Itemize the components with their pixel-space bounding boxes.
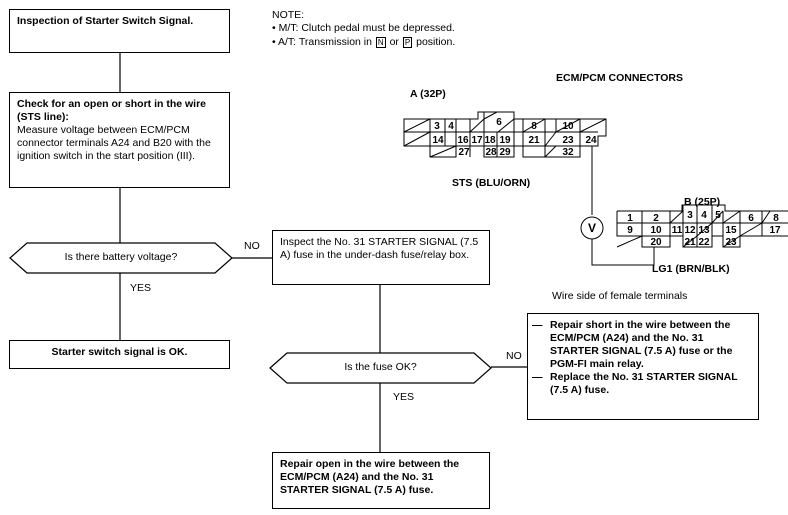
lg1-wire-label: LG1 (BRN/BLK) — [652, 263, 730, 275]
pin-b11: 11 — [672, 225, 683, 236]
pin-b12: 12 — [684, 225, 696, 236]
pin-a19: 19 — [499, 135, 511, 146]
repair-short-box: — Repair short in the wire between the E… — [527, 313, 759, 420]
pin-a16: 16 — [457, 135, 469, 146]
check-title: Check for an open or short in the wire (… — [17, 98, 207, 123]
question-battery-voltage: Is there battery voltage? — [64, 251, 178, 263]
q1-no-label: NO — [244, 240, 260, 252]
replace-fuse-item: — Replace the No. 31 STARTER SIGNAL (7.5… — [532, 371, 751, 397]
pin-b2: 2 — [653, 213, 659, 224]
key-p-icon: P — [402, 37, 413, 48]
pin-b4: 4 — [701, 210, 707, 221]
diagram-title: ECM/PCM CONNECTORS — [556, 72, 683, 84]
question-fuse-ok: Is the fuse OK? — [344, 361, 417, 373]
voltmeter-label: V — [588, 221, 596, 235]
pin-b5: 5 — [715, 210, 721, 221]
pin-a8: 8 — [531, 121, 537, 132]
pin-a4: 4 — [448, 121, 454, 132]
pin-b21: 21 — [684, 237, 696, 248]
pin-a21: 21 — [528, 135, 540, 146]
pin-b3: 3 — [687, 210, 693, 221]
q2-no-label: NO — [506, 350, 522, 362]
decision-shape-2 — [269, 352, 492, 384]
pin-a24: 24 — [585, 135, 597, 146]
repair-open-box: Repair open in the wire between the ECM/… — [272, 452, 490, 509]
pin-b1: 1 — [627, 213, 633, 224]
probe-wire-lg1 — [591, 239, 648, 266]
start-box: Inspection of Starter Switch Signal. — [9, 9, 230, 53]
note-title: NOTE: — [272, 9, 305, 21]
repair-open-text: Repair open in the wire between the ECM/… — [280, 458, 460, 496]
ok-box: Starter switch signal is OK. — [9, 340, 230, 369]
pin-b8: 8 — [773, 213, 779, 224]
replace-fuse-text: Replace the No. 31 STARTER SIGNAL (7.5 A… — [550, 371, 738, 396]
repair-short-item: — Repair short in the wire between the E… — [532, 319, 751, 371]
dash-1: — — [532, 319, 543, 331]
pin-b10: 10 — [650, 225, 662, 236]
pin-a18: 18 — [484, 135, 496, 146]
pin-a17: 17 — [471, 135, 483, 146]
pin-b22: 22 — [698, 237, 710, 248]
check-body: Measure voltage between ECM/PCM connecto… — [17, 124, 211, 162]
repair-short-text: Repair short in the wire between the ECM… — [550, 319, 733, 370]
decision-shape-1 — [9, 242, 233, 274]
pin-a10: 10 — [562, 121, 574, 132]
pin-b15: 15 — [725, 225, 737, 236]
connector-a-label: A (32P) — [410, 88, 446, 100]
pin-a14: 14 — [432, 135, 444, 146]
dash-2: — — [532, 371, 543, 383]
q2-yes-label: YES — [393, 391, 415, 403]
pin-b17: 17 — [769, 225, 781, 236]
pin-b20: 20 — [650, 237, 662, 248]
check-box: Check for an open or short in the wire (… — [9, 92, 230, 188]
inspect-box: Inspect the No. 31 STARTER SIGNAL (7.5 A… — [272, 230, 490, 285]
connector-b-outline — [617, 204, 788, 212]
pin-b13: 13 — [698, 225, 710, 236]
pin-a23: 23 — [562, 135, 574, 146]
ok-text: Starter switch signal is OK. — [51, 346, 188, 358]
note-line-1: • M/T: Clutch pedal must be depressed. — [272, 22, 455, 34]
pin-b23: 23 — [725, 237, 737, 248]
sts-wire-label: STS (BLU/ORN) — [452, 177, 531, 189]
pin-a29: 29 — [499, 147, 511, 158]
pin-b6: 6 — [748, 213, 754, 224]
pin-a6: 6 — [496, 117, 502, 128]
q1-yes-label: YES — [130, 282, 152, 294]
pin-a28: 28 — [485, 147, 497, 158]
start-text: Inspection of Starter Switch Signal. — [17, 15, 194, 27]
pin-b9: 9 — [627, 225, 633, 236]
pin-a3: 3 — [434, 121, 440, 132]
inspect-text: Inspect the No. 31 STARTER SIGNAL (7.5 A… — [280, 236, 479, 261]
pin-a27: 27 — [458, 147, 470, 158]
note-line-2: • A/T: Transmission in N or P position. — [272, 36, 456, 48]
pin-a32: 32 — [562, 147, 574, 158]
wire-side-label: Wire side of female terminals — [552, 290, 688, 302]
key-n-icon: N — [375, 37, 386, 48]
